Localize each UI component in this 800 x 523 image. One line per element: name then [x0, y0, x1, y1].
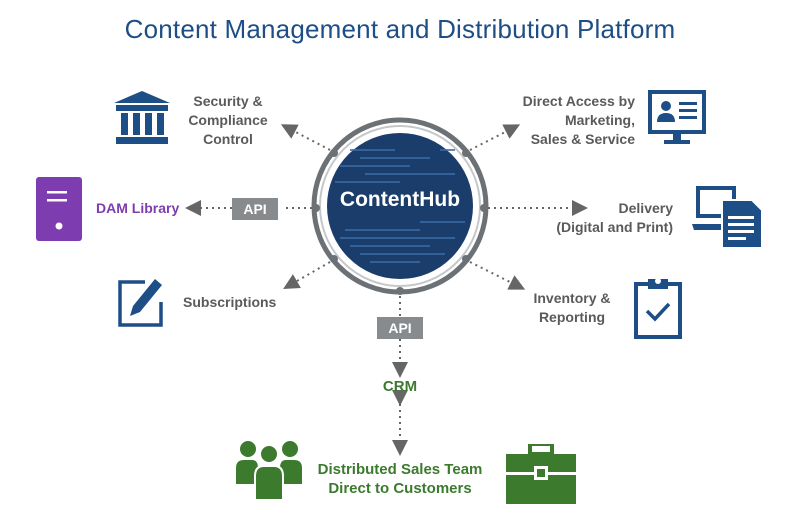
dam-label: DAM Library [96, 200, 180, 216]
api-badge-left: API [232, 198, 278, 220]
direct-access-label: Direct Access by Marketing, Sales & Serv… [522, 93, 635, 147]
ring-dot-bottom-left [330, 255, 338, 263]
connector-security [280, 124, 331, 151]
hub-inner-ring [319, 125, 481, 287]
connector-direct-access [469, 124, 521, 151]
briefcase-icon [506, 444, 576, 504]
user-profile-monitor-icon [648, 90, 706, 144]
ring-dot-left [312, 204, 320, 212]
page-title: Content Management and Distribution Plat… [124, 14, 676, 44]
team-people-icon [236, 441, 302, 501]
ring-dot-right [480, 204, 488, 212]
ring-dot-bottom [396, 287, 404, 295]
clipboard-check-icon [634, 278, 682, 339]
laptop-document-icon [692, 186, 763, 248]
edit-pencil-icon [118, 279, 163, 327]
connector-inventory [469, 261, 526, 290]
ring-dot-top-right [462, 149, 470, 157]
connector-subscriptions [283, 261, 331, 289]
ring-dot-bottom-right [462, 255, 470, 263]
server-icon [36, 177, 82, 241]
inventory-label: Inventory & Reporting [533, 290, 611, 325]
security-label: Security & Compliance Control [188, 93, 268, 147]
ring-dot-top-left [330, 149, 338, 157]
sales-team-label: Distributed Sales Team Direct to Custome… [317, 461, 483, 497]
api-badge-bottom: API [377, 317, 423, 339]
hub-circle [327, 133, 473, 279]
hub-label: ContentHub [339, 188, 461, 211]
crm-label: CRM [382, 378, 418, 395]
hub-texture [335, 149, 465, 263]
delivery-label: Delivery (Digital and Print) [556, 200, 673, 235]
subscriptions-label: Subscriptions [183, 294, 277, 310]
bank-icon [114, 91, 170, 144]
